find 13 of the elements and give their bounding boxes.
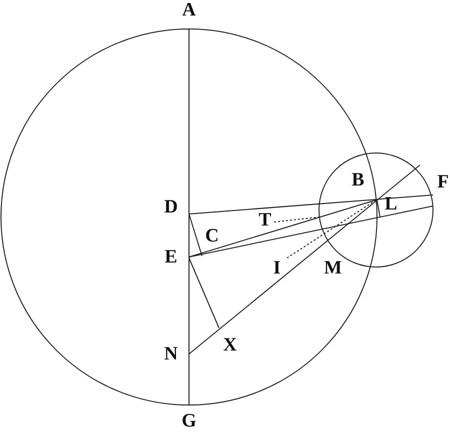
point-label: A <box>182 0 196 20</box>
point-label: E <box>164 248 178 266</box>
point-label: L <box>384 194 398 214</box>
point-label: N <box>164 344 178 364</box>
point-label: F <box>437 172 449 192</box>
point-label: I <box>273 258 281 278</box>
point-label: B <box>352 170 364 190</box>
point-label: X <box>223 336 237 354</box>
point-label: T <box>258 210 272 230</box>
point-label: C <box>205 226 219 246</box>
point-label: D <box>164 198 178 216</box>
point-label: M <box>324 258 342 278</box>
point-label: G <box>182 412 196 430</box>
